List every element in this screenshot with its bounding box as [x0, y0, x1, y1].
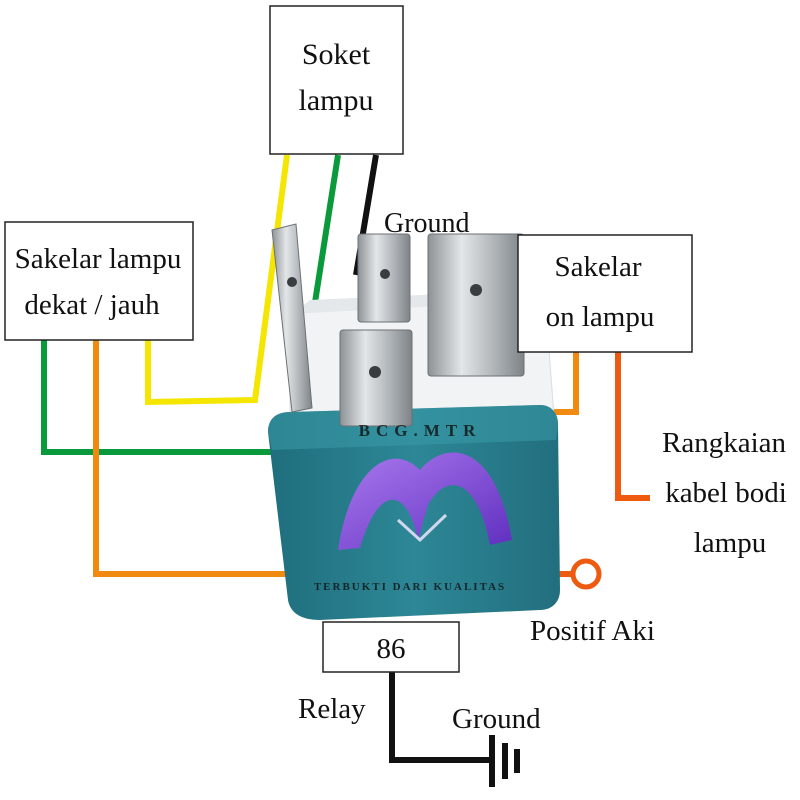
ground-bottom-label: Ground: [452, 703, 541, 735]
sakelar-on-text-2: on lampu: [546, 301, 655, 333]
red-orange-wire: [615, 352, 650, 501]
relay-terminal-ground: [357, 233, 411, 323]
positif-aki-ring-terminal: [570, 558, 602, 590]
rangkaian-text-3: lampu: [694, 527, 767, 559]
pin-86-label-box: 86: [322, 621, 460, 673]
relay-terminal-large: [427, 233, 525, 377]
soket-lampu-text-2: lampu: [299, 84, 374, 117]
rangkaian-kabel-label: Rangkaian kabel bodi lampu: [662, 427, 787, 559]
yellow-wire: [145, 154, 290, 406]
rangkaian-text-1: Rangkaian: [662, 427, 787, 459]
sakelar-dekat-text-2: dekat / jauh: [24, 289, 160, 321]
relay-label: Relay: [298, 693, 366, 725]
soket-lampu-label-box: Soket lampu: [269, 5, 404, 155]
sakelar-on-lampu-label-box: Sakelar on lampu: [517, 234, 693, 353]
soket-lampu-text-1: Soket: [302, 38, 371, 71]
ground-top-label: Ground: [384, 208, 470, 239]
sakelar-dekat-text-1: Sakelar lampu: [15, 243, 182, 275]
black-wire-bottom: [389, 672, 490, 763]
watermark-text-top: BCG.MTR: [359, 421, 482, 440]
relay-terminal-left: [271, 223, 313, 413]
pin-86-text: 86: [377, 633, 406, 665]
positif-aki-label: Positif Aki: [530, 615, 655, 647]
orange-wire-left: [93, 340, 312, 577]
ground-symbol: [489, 735, 520, 787]
watermark-logo: [338, 452, 512, 550]
watermark-text-bottom: TERBUKTI DARI KUALITAS: [314, 581, 506, 593]
relay-terminal-middle: [339, 329, 413, 427]
sakelar-dekat-jauh-label-box: Sakelar lampu dekat / jauh: [4, 221, 194, 341]
sakelar-on-text-1: Sakelar: [555, 251, 642, 283]
green-wire-sakelar: [41, 340, 290, 455]
rangkaian-text-2: kabel bodi: [665, 477, 787, 509]
